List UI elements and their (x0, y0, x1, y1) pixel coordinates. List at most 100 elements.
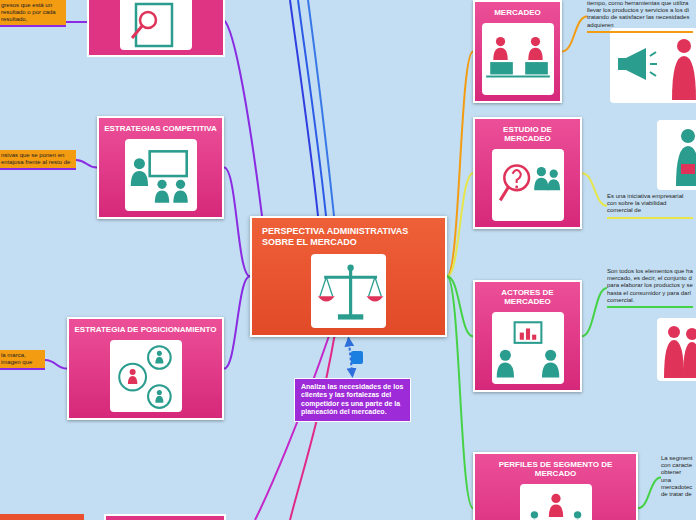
laptop-icon (525, 62, 548, 74)
branch-connector (349, 338, 353, 377)
topic-box: ESTRATEGIA DE POSICIONAMIENTO (67, 317, 224, 420)
scale-icon (347, 264, 353, 270)
magnifier-handle (500, 187, 508, 200)
branch-connector (76, 160, 97, 168)
connector-handle (351, 351, 363, 364)
branch-connector (562, 16, 587, 51)
topic-icon (492, 312, 564, 384)
topic-text: tiempo, como herramientas que utiliza ll… (587, 0, 693, 33)
person-icon (541, 363, 558, 378)
bar-icon (532, 335, 536, 340)
cut-topic-box (88, 0, 224, 56)
megaphone-icon (626, 48, 646, 80)
note-text: La segment con caracte obtener una merca… (661, 455, 693, 498)
person-icon (536, 167, 545, 176)
board-icon (149, 152, 186, 177)
person-icon (530, 37, 539, 46)
scale-pan (318, 296, 335, 301)
person-icon (127, 376, 136, 384)
scale-icon (338, 314, 363, 319)
person-icon (549, 170, 557, 178)
icon-tile (110, 340, 182, 412)
icon-tile (120, 0, 192, 50)
branch-connector (224, 276, 250, 368)
note-text: gresos que está un resultado o por cada … (1, 2, 63, 23)
branch-connector (224, 168, 250, 277)
topic-box: ESTUDIO DE MERCADEO (473, 117, 582, 229)
topic-title: ESTRATEGIA DE POSICIONAMIENTO (74, 325, 216, 334)
icon-tile (492, 149, 564, 221)
person-icon (545, 350, 556, 361)
case-icon (681, 164, 695, 174)
bar-icon (525, 329, 529, 340)
laptop-icon (490, 62, 513, 74)
screen-icon (514, 323, 541, 344)
person-icon (534, 178, 548, 190)
bar-icon (519, 333, 523, 340)
document-icon (136, 4, 172, 46)
person-icon (676, 146, 696, 186)
person-icon (686, 328, 696, 340)
note-box: nsivas que se ponen en entajosa frente a… (0, 150, 76, 170)
person-icon (677, 39, 691, 53)
person-icon (155, 357, 163, 364)
person-icon (528, 48, 542, 60)
note-box: la marca, imagen que (0, 350, 45, 370)
person-icon (573, 512, 580, 519)
person-icon (156, 351, 161, 356)
topic-box: ESTRATEGIAS COMPETITIVA (97, 116, 224, 219)
person-icon (683, 342, 696, 378)
person-icon (175, 180, 184, 189)
person-icon (154, 191, 168, 203)
topic-icon (482, 23, 554, 95)
cut-note-box (0, 514, 84, 520)
note-text: Son todos los elementos que ha mercado, … (607, 268, 693, 304)
ring-icon (119, 364, 146, 391)
person-icon (493, 48, 507, 60)
person-icon (130, 171, 147, 186)
scale-pan (366, 296, 383, 301)
person-icon (548, 505, 562, 517)
branch-line (308, 0, 334, 216)
topic-title: ACTORES DE MERCADEO (479, 288, 576, 306)
topic-text: Es una iniciativa empresarial con sobre … (607, 193, 693, 219)
megaphone-icon (618, 58, 626, 70)
branch-connector (582, 173, 607, 206)
desk-icon (486, 76, 550, 78)
scale-icon (375, 277, 381, 296)
person-icon (495, 37, 504, 46)
icon-tile (482, 23, 554, 95)
branch-line (290, 0, 318, 216)
topic-icon (125, 139, 197, 211)
branch-connector (582, 288, 607, 336)
icon-tile (657, 318, 696, 381)
topic-icon (311, 254, 386, 328)
branch-line (255, 333, 330, 520)
person-icon (133, 158, 144, 169)
icon-tile (657, 120, 696, 190)
person-icon (173, 191, 187, 203)
person-icon (551, 494, 560, 503)
topic-text: Son todos los elementos que ha mercado, … (607, 268, 693, 308)
floating-note: Analiza las necesidades de los clientes … (294, 378, 411, 422)
person-icon (496, 363, 513, 378)
branch-line (290, 333, 335, 520)
topic-title: MERCADEO (494, 8, 541, 17)
note-box: gresos que está un resultado o por cada … (0, 0, 66, 27)
question-icon (515, 186, 518, 189)
scale-icon (320, 277, 326, 296)
person-icon (672, 56, 696, 100)
topic-title: PERFILES DE SEGMENTO DE MERCADO (479, 460, 632, 478)
topic-title: PERSPECTIVA ADMINISTRATIVAS SOBRE EL MER… (262, 226, 435, 248)
person-icon (155, 396, 163, 403)
branch-connector (45, 360, 67, 369)
magnifier-handle (132, 26, 142, 38)
branch-line (66, 21, 88, 23)
note-text: Es una iniciativa empresarial con sobre … (607, 193, 693, 215)
note-text: tiempo, como herramientas que utiliza ll… (587, 0, 693, 29)
person-icon (499, 350, 510, 361)
topic-box: ACTORES DE MERCADEO (473, 280, 582, 392)
person-icon (530, 512, 537, 519)
cut-topic-box (105, 515, 225, 520)
